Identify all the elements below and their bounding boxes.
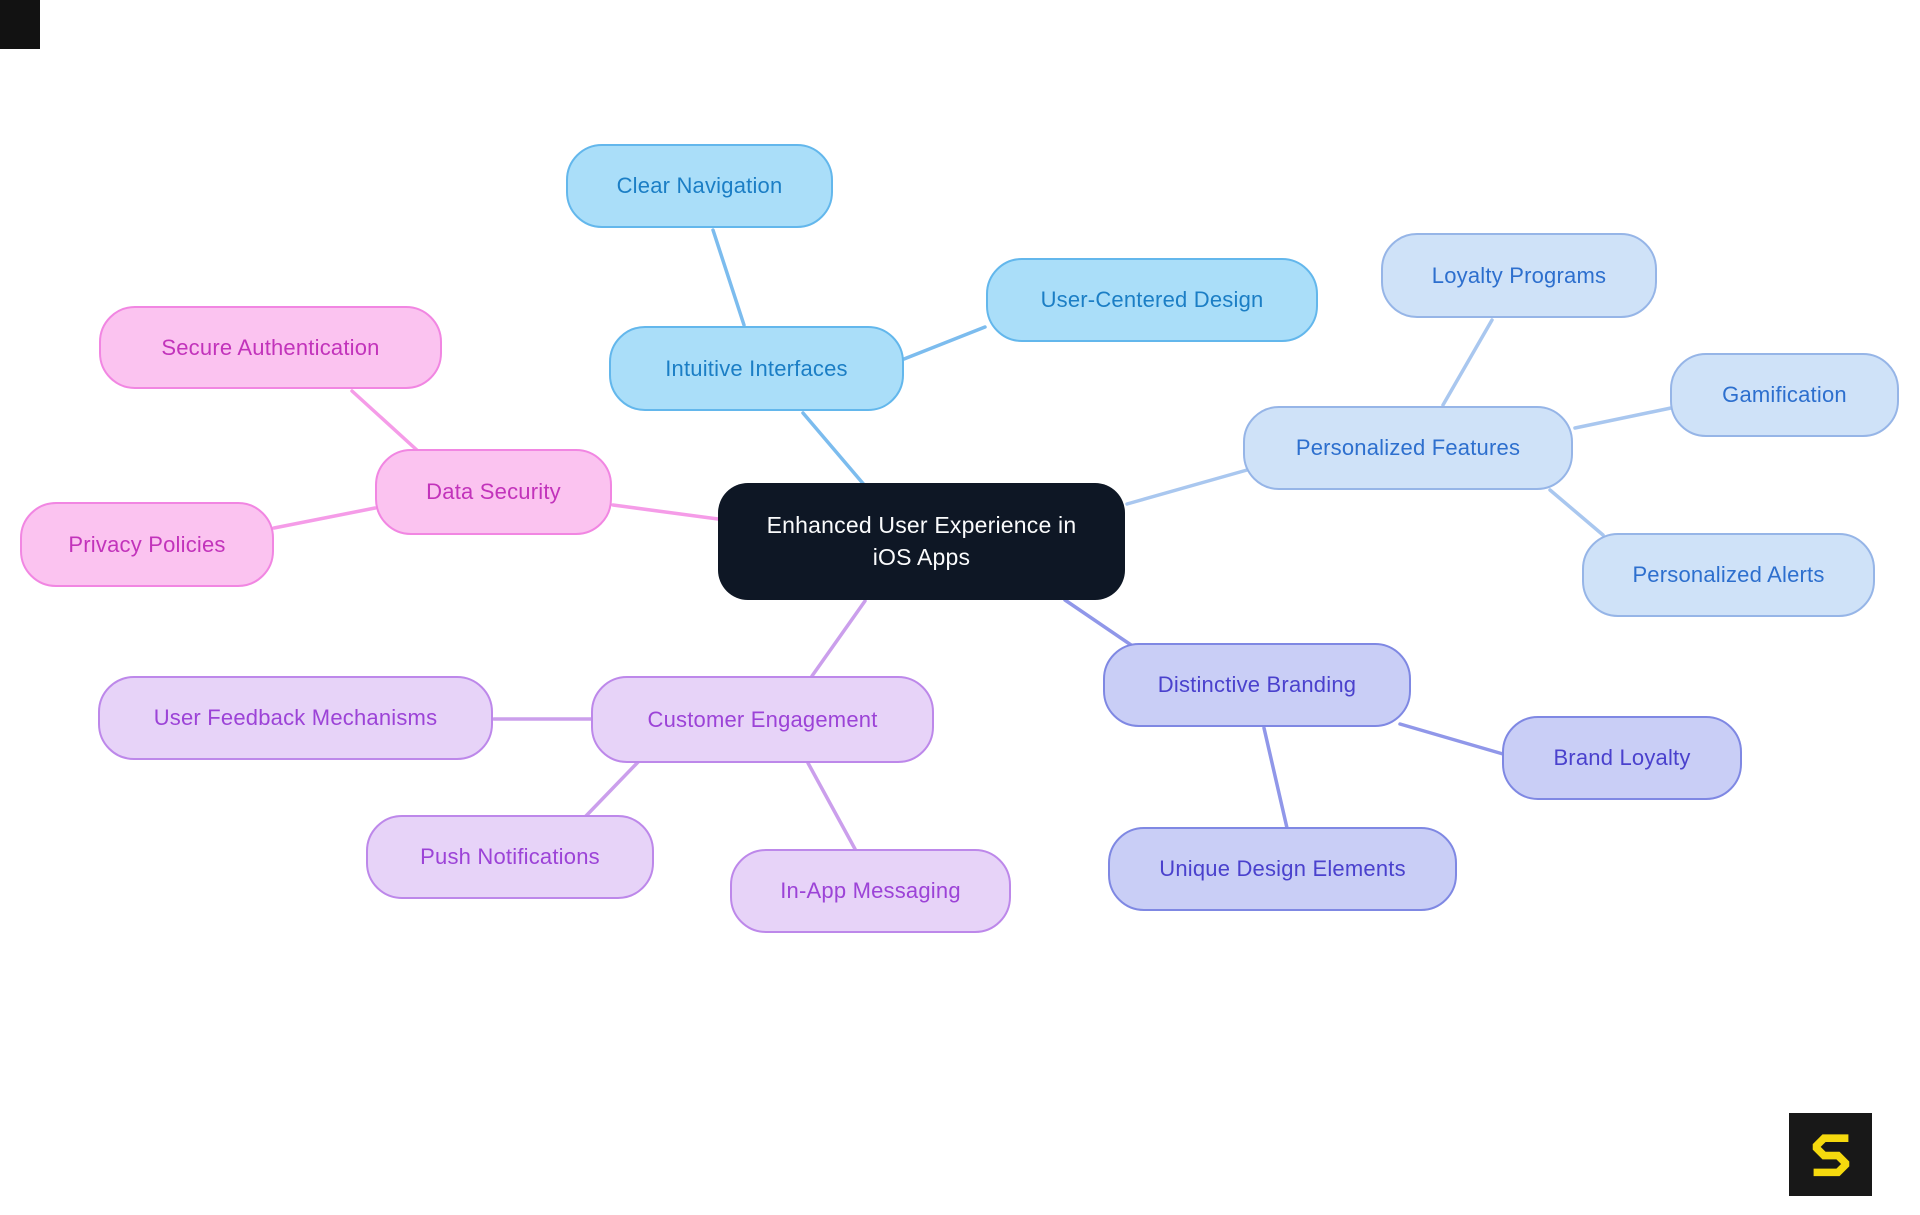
edge-data-security-to-central	[611, 503, 720, 521]
edge-customer-engagement-to-push-notifications	[583, 758, 642, 819]
edge-central-to-customer-engagement	[810, 599, 867, 678]
edge-data-security-to-privacy-policies	[272, 506, 377, 530]
node-intuitive-interfaces[interactable]: Intuitive Interfaces	[609, 326, 904, 411]
node-gamification[interactable]: Gamification	[1670, 353, 1899, 437]
edge-personalized-features-to-gamification	[1573, 406, 1673, 430]
edge-central-to-distinctive-branding	[1063, 598, 1136, 649]
node-in-app-messaging[interactable]: In-App Messaging	[730, 849, 1011, 933]
node-user-centered-design[interactable]: User-Centered Design	[986, 258, 1318, 342]
node-user-feedback-mechanisms[interactable]: User Feedback Mechanisms	[98, 676, 493, 760]
node-secure-authentication[interactable]: Secure Authentication	[99, 306, 442, 389]
angular-s-logo-icon	[1812, 1133, 1849, 1176]
edge-intuitive-to-user-centered-design	[902, 325, 987, 361]
node-personalized-features[interactable]: Personalized Features	[1243, 406, 1573, 490]
node-distinctive-branding[interactable]: Distinctive Branding	[1103, 643, 1411, 727]
edge-intuitive-to-central	[801, 411, 868, 489]
node-brand-loyalty[interactable]: Brand Loyalty	[1502, 716, 1742, 800]
node-customer-engagement[interactable]: Customer Engagement	[591, 676, 934, 763]
node-central-topic[interactable]: Enhanced User Experience in iOS Apps	[718, 483, 1125, 600]
brand-logo	[1789, 1113, 1872, 1196]
node-personalized-alerts[interactable]: Personalized Alerts	[1582, 533, 1875, 617]
edge-distinctive-branding-to-brand-loyalty	[1398, 722, 1505, 756]
node-privacy-policies[interactable]: Privacy Policies	[20, 502, 274, 587]
node-push-notifications[interactable]: Push Notifications	[366, 815, 654, 899]
edge-secure-authentication-to-data-security	[350, 389, 421, 454]
edge-central-to-personalized-features	[1125, 468, 1249, 506]
node-data-security[interactable]: Data Security	[375, 449, 612, 535]
edge-personalized-features-to-personalized-alerts	[1548, 488, 1605, 537]
edge-distinctive-branding-to-unique-design-elements	[1262, 726, 1289, 830]
edge-customer-engagement-to-in-app-messaging	[806, 761, 857, 851]
node-clear-navigation[interactable]: Clear Navigation	[566, 144, 833, 228]
node-unique-design-elements[interactable]: Unique Design Elements	[1108, 827, 1457, 911]
edge-personalized-features-to-loyalty-programs	[1441, 318, 1494, 407]
edge-clear-navigation-to-intuitive	[711, 228, 746, 327]
top-left-dark-patch	[0, 0, 40, 49]
node-loyalty-programs[interactable]: Loyalty Programs	[1381, 233, 1657, 318]
